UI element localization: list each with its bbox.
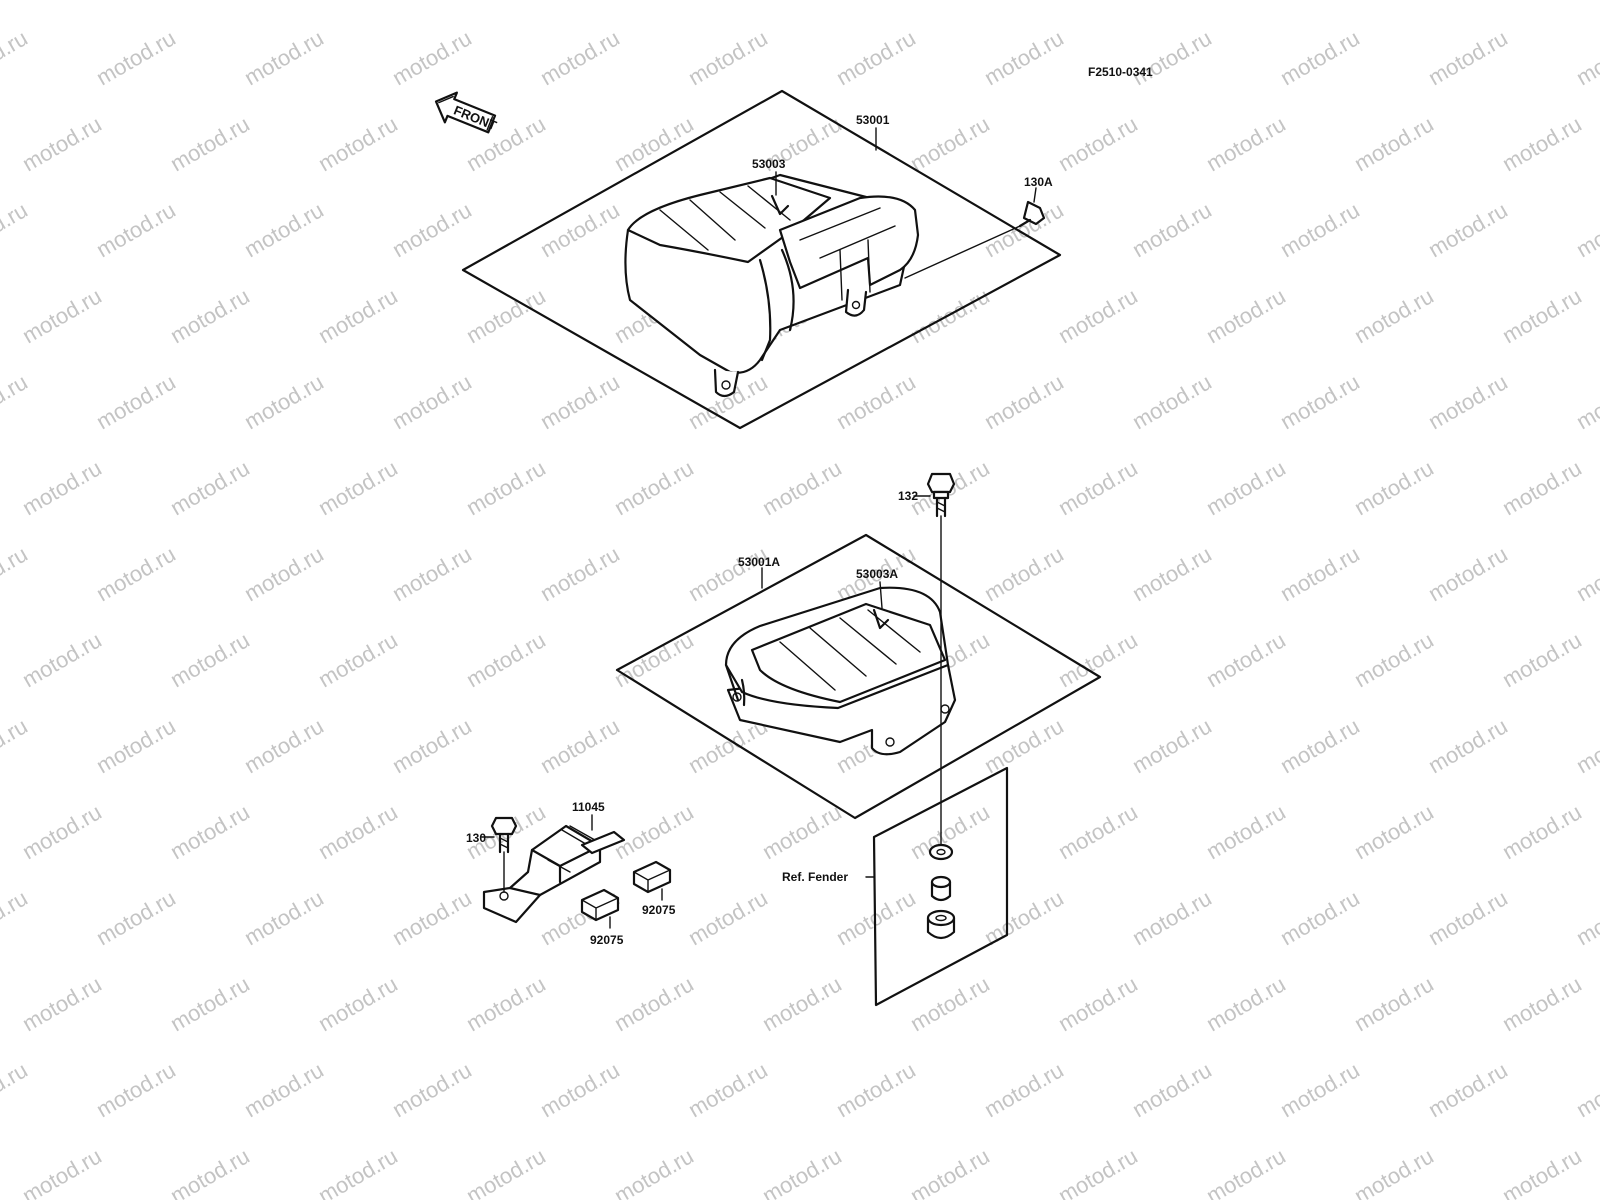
- seat-rear: [624, 173, 920, 398]
- label-92075-left: 92075: [590, 933, 624, 947]
- front-arrow-icon: FRONT: [434, 91, 499, 134]
- seat-rear-assembly-panel: [461, 89, 1062, 430]
- damper-92075-right: [632, 860, 672, 894]
- label-132: 132: [898, 489, 918, 503]
- seat-front-assembly-panel: [615, 533, 1102, 820]
- figure-code: F2510-0341: [1088, 65, 1153, 79]
- label-53003: 53003: [752, 157, 786, 171]
- label-92075-right: 92075: [642, 903, 676, 917]
- grommet-set: [926, 843, 956, 940]
- seat-bracket: [482, 824, 626, 924]
- label-53003a: 53003A: [856, 567, 898, 581]
- damper-92075-left: [580, 888, 620, 922]
- bolt-132: [926, 472, 956, 846]
- seat-front: [724, 586, 957, 756]
- label-130a: 130A: [1024, 175, 1053, 189]
- label-53001: 53001: [856, 113, 890, 127]
- bolt-130: [490, 816, 518, 893]
- bolt-130a: [904, 200, 1046, 279]
- label-53001a: 53001A: [738, 555, 780, 569]
- label-11045: 11045: [572, 800, 605, 814]
- label-ref-fender: Ref. Fender: [782, 870, 848, 884]
- label-130: 130: [466, 831, 486, 845]
- fender-reference-panel: [872, 766, 1009, 1007]
